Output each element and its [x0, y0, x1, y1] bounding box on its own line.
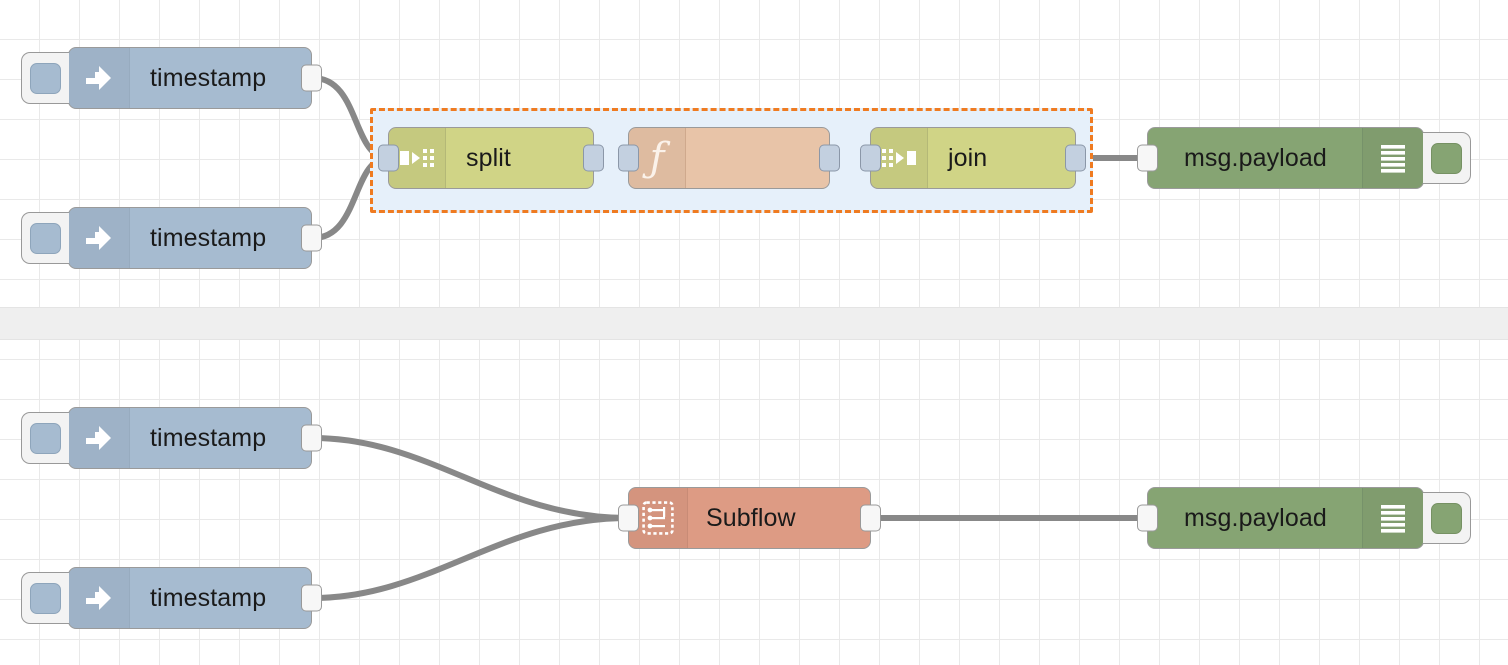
arrow-right-icon — [69, 568, 130, 628]
node-inject-timestamp-4[interactable]: timestamp — [21, 567, 322, 629]
node-subflow[interactable]: Subflow — [618, 487, 881, 549]
wire-inject3-subflow — [310, 435, 631, 521]
inject-knob — [30, 582, 61, 614]
debug-lines-icon — [1362, 128, 1423, 188]
node-inject-timestamp-1[interactable]: timestamp — [21, 47, 322, 109]
node-inject-timestamp-2[interactable]: timestamp — [21, 207, 322, 269]
debug-status-knob — [1431, 142, 1462, 174]
inject-trigger-button-1[interactable] — [21, 52, 69, 104]
node-label: msg.payload — [1184, 143, 1327, 172]
node-label — [686, 128, 829, 188]
inject-knob — [30, 222, 61, 254]
output-port[interactable] — [301, 584, 322, 612]
node-join[interactable]: join — [860, 127, 1086, 189]
node-split[interactable]: split — [378, 127, 604, 189]
arrow-right-icon — [69, 48, 130, 108]
output-port[interactable] — [301, 424, 322, 452]
node-debug-msg-payload-2[interactable]: msg.payload — [1137, 487, 1471, 549]
arrow-right-icon — [69, 408, 130, 468]
node-label: join — [948, 143, 988, 172]
output-port[interactable] — [301, 64, 322, 92]
inject-knob — [30, 422, 61, 454]
output-port[interactable] — [583, 144, 604, 172]
inject-trigger-button-4[interactable] — [21, 572, 69, 624]
flow-divider-band — [0, 307, 1508, 340]
debug-enable-button-2[interactable] — [1423, 492, 1471, 544]
inject-knob — [30, 62, 61, 94]
node-label: timestamp — [150, 223, 267, 252]
input-port[interactable] — [618, 144, 639, 172]
node-label: split — [466, 143, 511, 172]
node-label: msg.payload — [1184, 503, 1327, 532]
node-label: timestamp — [150, 63, 267, 92]
input-port[interactable] — [1137, 144, 1158, 172]
arrow-right-icon — [69, 208, 130, 268]
output-port[interactable] — [1065, 144, 1086, 172]
inject-trigger-button-2[interactable] — [21, 212, 69, 264]
node-debug-msg-payload-1[interactable]: msg.payload — [1137, 127, 1471, 189]
inject-trigger-button-3[interactable] — [21, 412, 69, 464]
debug-lines-icon — [1362, 488, 1423, 548]
input-port[interactable] — [378, 144, 399, 172]
node-inject-timestamp-3[interactable]: timestamp — [21, 407, 322, 469]
node-label: timestamp — [150, 583, 267, 612]
output-port[interactable] — [301, 224, 322, 252]
output-port[interactable] — [860, 504, 881, 532]
output-port[interactable] — [819, 144, 840, 172]
node-label: Subflow — [706, 503, 796, 532]
input-port[interactable] — [860, 144, 881, 172]
wire-inject4-subflow — [310, 515, 631, 601]
debug-enable-button-1[interactable] — [1423, 132, 1471, 184]
function-f-glyph: ƒ — [649, 135, 665, 181]
input-port[interactable] — [1137, 504, 1158, 532]
node-label: timestamp — [150, 423, 267, 452]
node-function[interactable]: ƒ — [618, 127, 840, 189]
input-port[interactable] — [618, 504, 639, 532]
debug-status-knob — [1431, 502, 1462, 534]
